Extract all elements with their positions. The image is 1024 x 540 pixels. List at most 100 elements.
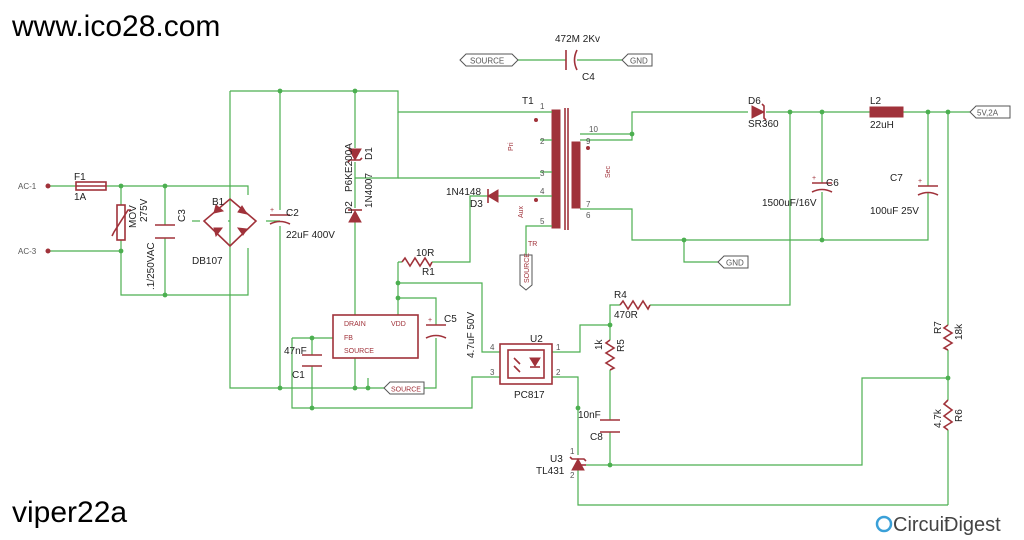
svg-text:SOURCE: SOURCE (344, 348, 374, 355)
net-ac3: AC-3 (18, 247, 51, 256)
svg-text:PC817: PC817 (514, 390, 545, 401)
bridge-b1: B1 DB107 (192, 197, 258, 267)
svg-text:1N4148: 1N4148 (446, 187, 481, 198)
svg-text:472M 2Kv: 472M 2Kv (555, 34, 600, 45)
svg-text:SOURCE: SOURCE (391, 387, 421, 394)
svg-text:2: 2 (540, 137, 545, 146)
svg-text:D2: D2 (344, 201, 355, 214)
svg-text:+: + (428, 317, 432, 324)
svg-text:D1: D1 (364, 147, 375, 160)
resistor-r4: R4 470R (614, 290, 651, 321)
svg-text:VDD: VDD (391, 321, 406, 328)
capacitor-c7: + C7 100uF 25V (870, 173, 939, 217)
svg-text:275V: 275V (139, 198, 150, 222)
net-source-tr: SOURCE (519, 253, 533, 291)
diode-d6: D6 SR360 (748, 96, 779, 130)
svg-text:5: 5 (540, 217, 545, 226)
svg-text:AC-1: AC-1 (18, 182, 37, 191)
svg-text:7: 7 (586, 200, 591, 209)
svg-text:C2: C2 (286, 208, 299, 219)
svg-text:TR: TR (528, 241, 537, 248)
resistor-r7: R7 18k (933, 321, 965, 351)
svg-text:R7: R7 (933, 321, 944, 334)
brand-circuit: Circuit (893, 514, 950, 536)
svg-text:GND: GND (630, 57, 648, 66)
svg-text:C6: C6 (826, 178, 839, 189)
brand-digest: Digest (944, 514, 1001, 536)
svg-text:T1: T1 (522, 96, 534, 107)
wires (50, 59, 970, 506)
svg-text:DB107: DB107 (192, 256, 223, 267)
resistor-r1: 10R R1 (401, 248, 435, 278)
svg-text:DRAIN: DRAIN (344, 321, 366, 328)
net-out: 5V,2A (969, 105, 1011, 119)
svg-text:4.7k: 4.7k (933, 408, 944, 428)
svg-text:F1: F1 (74, 172, 86, 183)
svg-text:C1: C1 (292, 370, 305, 381)
svg-text:P6KE200A: P6KE200A (344, 143, 355, 192)
svg-text:5V,2A: 5V,2A (977, 109, 999, 118)
svg-text:1500uF/16V: 1500uF/16V (762, 198, 817, 209)
svg-text:1A: 1A (74, 192, 87, 203)
svg-text:C4: C4 (582, 72, 595, 83)
svg-text:10: 10 (589, 125, 598, 134)
site-url: www.ico28.com (11, 10, 220, 43)
svg-text:C8: C8 (590, 432, 603, 443)
svg-text:B1: B1 (212, 197, 225, 208)
tvs-d1: P6KE200A D1 (344, 143, 375, 192)
svg-text:R6: R6 (954, 409, 965, 422)
svg-text:9: 9 (586, 137, 591, 146)
svg-text:+: + (270, 207, 274, 214)
svg-text:TL431: TL431 (536, 466, 565, 477)
capacitor-c8: 10nF C8 (578, 410, 620, 443)
svg-text:R1: R1 (422, 267, 435, 278)
svg-text:AC-3: AC-3 (18, 247, 37, 256)
svg-text:SR360: SR360 (748, 119, 779, 130)
svg-text:GND: GND (726, 259, 744, 268)
svg-text:MOV: MOV (128, 205, 139, 228)
capacitor-c6: + C6 1500uF/16V (762, 175, 839, 209)
svg-text:1: 1 (540, 102, 545, 111)
capacitor-c2: + C2 22uF 400V (269, 207, 335, 241)
net-source-ic: SOURCE (383, 381, 425, 395)
svg-text:.1/250VAC: .1/250VAC (146, 242, 157, 290)
svg-text:SOURCE: SOURCE (524, 253, 531, 283)
shunt-regulator-u3: U3 TL431 1 2 (536, 447, 587, 480)
svg-text:100uF 25V: 100uF 25V (870, 206, 919, 217)
varistor-mov: MOV 275V (111, 198, 150, 241)
svg-text:4: 4 (490, 343, 495, 352)
svg-text:C3: C3 (177, 209, 188, 222)
svg-text:470R: 470R (614, 310, 638, 321)
brand-logo: Circuit Digest (875, 514, 1001, 536)
svg-text:SOURCE: SOURCE (470, 57, 504, 66)
svg-text:1k: 1k (594, 338, 605, 350)
capacitor-c1: 47nF C1 (284, 346, 322, 381)
net-ac1: AC-1 (18, 182, 51, 191)
svg-text:+: + (918, 178, 922, 185)
svg-text:22uF 400V: 22uF 400V (286, 230, 335, 241)
optocoupler-u2: U2 PC817 4 3 1 2 (490, 334, 561, 401)
svg-text:4.7uF 50V: 4.7uF 50V (466, 312, 477, 358)
svg-text:Pri: Pri (508, 142, 515, 151)
net-gnd-sec: GND (717, 255, 749, 269)
svg-text:D6: D6 (748, 96, 761, 107)
resistor-r6: 4.7k R6 (933, 399, 965, 431)
net-source-c4: SOURCE (459, 53, 519, 67)
svg-text:C5: C5 (444, 314, 457, 325)
svg-text:4: 4 (540, 187, 545, 196)
svg-text:L2: L2 (870, 96, 882, 107)
svg-text:6: 6 (586, 211, 591, 220)
svg-text:Sec: Sec (605, 165, 612, 178)
svg-text:2: 2 (556, 368, 561, 377)
fuse-f1: F1 1A (74, 172, 107, 203)
svg-text:U2: U2 (530, 334, 543, 345)
junctions (118, 88, 951, 468)
svg-text:1: 1 (556, 343, 561, 352)
transformer-t1: T1 1 2 3 4 5 10 9 7 6 Pri Sec Aux TR (508, 96, 632, 248)
svg-text:18k: 18k (954, 323, 965, 340)
svg-text:1: 1 (570, 447, 575, 456)
svg-text:Aux: Aux (518, 205, 525, 218)
svg-text:10nF: 10nF (578, 410, 601, 421)
